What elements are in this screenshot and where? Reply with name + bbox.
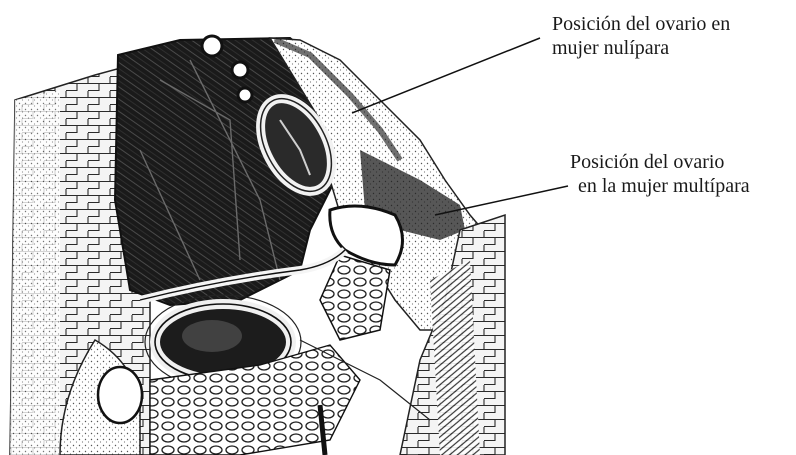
label-nullipara: Posición del ovario en mujer nulípara xyxy=(552,12,730,60)
label-nullipara-line1: Posición del ovario en xyxy=(552,13,730,35)
label-multipara-line1: Posición del ovario xyxy=(570,151,724,173)
leader-line-nullipara xyxy=(352,38,540,113)
label-multipara: Posición del ovario en la mujer multípar… xyxy=(570,150,796,198)
label-nullipara-line2: mujer nulípara xyxy=(552,37,669,59)
label-multipara-line2: en la mujer multípara xyxy=(570,174,796,198)
